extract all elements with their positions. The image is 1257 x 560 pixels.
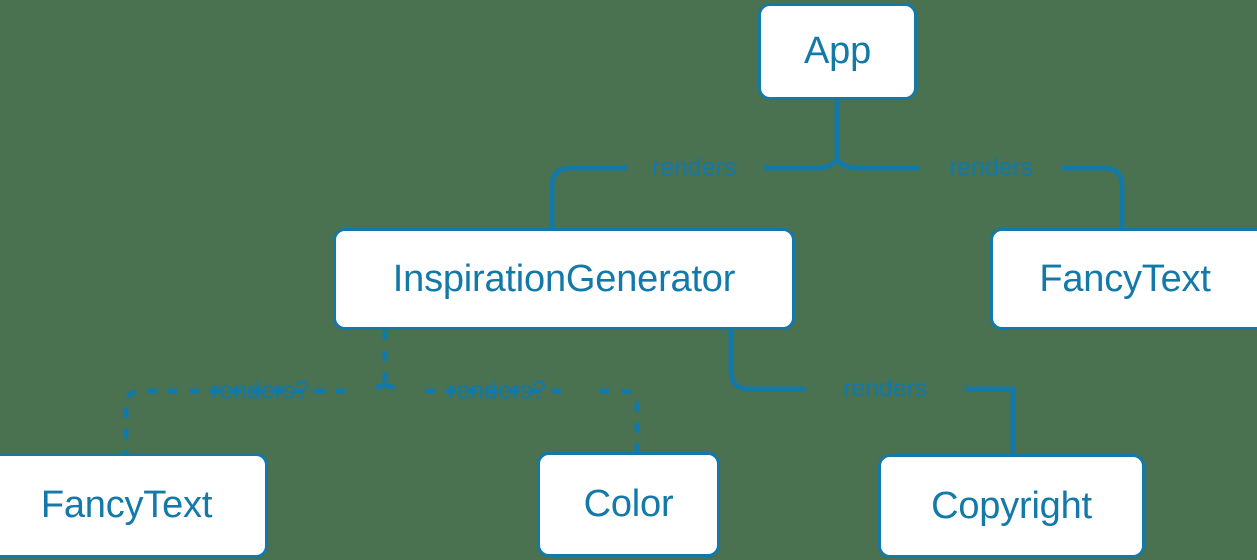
edge-inspirationgenerator-to-fancytext bbox=[123, 382, 386, 457]
node-fancytext-top-label: FancyText bbox=[1039, 257, 1211, 300]
node-app-label: App bbox=[803, 30, 871, 72]
edge-inspirationgenerator-to-copyright bbox=[728, 330, 1016, 454]
node-inspirationgenerator[interactable]: InspirationGenerator bbox=[333, 228, 795, 330]
edge-label-inspirationgenerator-to-copyright: renders bbox=[842, 374, 928, 403]
edge-label-app-to-fancytext: renders bbox=[948, 153, 1034, 182]
node-inspirationgenerator-label: InspirationGenerator bbox=[392, 257, 736, 300]
node-fancytext-top[interactable]: FancyText bbox=[990, 228, 1257, 330]
edge-app-to-fancytext bbox=[835, 158, 1125, 228]
node-fancytext-bottom[interactable]: FancyText bbox=[0, 453, 268, 558]
node-color[interactable]: Color bbox=[537, 452, 720, 557]
edge-app-to-inspirationgenerator bbox=[549, 158, 839, 228]
edge-label-app-to-inspirationgenerator: renders bbox=[651, 153, 737, 182]
node-color-label: Color bbox=[583, 483, 674, 525]
node-fancytext-bottom-label: FancyText bbox=[40, 484, 213, 526]
edge-inspirationgenerator-to-color bbox=[384, 382, 640, 452]
node-copyright[interactable]: Copyright bbox=[878, 454, 1145, 558]
edge-label-inspirationgenerator-to-fancytext: renders? bbox=[211, 376, 309, 405]
node-copyright-label: Copyright bbox=[931, 484, 1092, 527]
node-app[interactable]: App bbox=[758, 3, 917, 100]
edge-label-inspirationgenerator-to-color: renders? bbox=[448, 376, 546, 405]
